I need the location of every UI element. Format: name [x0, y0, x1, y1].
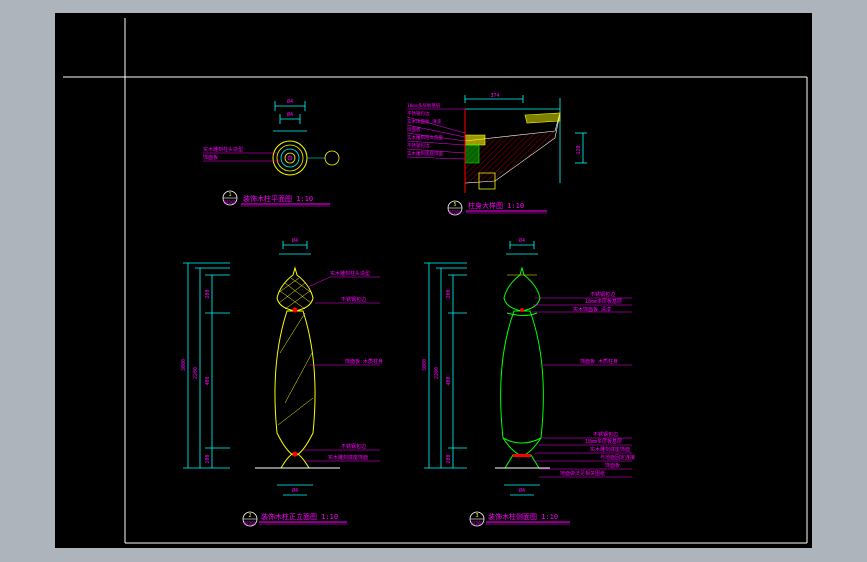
side-label-6: 实木雕刻底座饰面 [590, 446, 630, 453]
cad-drawing: Ø4 Ø4 实木雕刻柱头造型 饰面板 1 DF201 装饰木柱平面图 1:10 [63, 18, 808, 544]
side-elevation: Ø4 3000 200 2200 400 200 [422, 237, 635, 527]
front-dim-h4: 200 [205, 454, 211, 463]
side-dim-total: 3000 [422, 359, 428, 371]
side-label-7: 与地面固定连接 [600, 454, 635, 461]
front-label-body: 饰面板 木质柱身 [345, 358, 383, 365]
front-label-top: 实木雕刻柱头造型 [330, 270, 370, 277]
side-dim-h3: 400 [446, 376, 452, 385]
side-label-4: 不锈钢包边 [593, 431, 618, 438]
front-label-trim: 不锈钢包边 [341, 296, 366, 303]
front-dim-bottom: Ø4 [292, 487, 298, 494]
front-elevation: Ø4 3000 200 2200 400 200 [181, 237, 383, 527]
front-dim-h1: 200 [205, 289, 211, 298]
detail-label-7: 实木雕刻底座饰面 [407, 150, 443, 157]
front-view-number: 2 [248, 513, 251, 519]
detail-label-1: 18mm多层板基层 [407, 102, 441, 109]
detail-label-5: 实木雕刻柱头造型 [407, 134, 443, 141]
side-label-3: 实木饰面板 清漆 [573, 306, 611, 313]
side-view-title: 装饰木柱侧面图 1:10 [488, 512, 558, 521]
front-dim-total: 3000 [181, 359, 187, 371]
side-dim-h2: 2200 [434, 367, 440, 379]
plan-view-sheet: DF201 [224, 200, 237, 205]
detail-label-2: 不锈钢包边 [407, 110, 430, 117]
side-label-5: 18mm多层板基层 [585, 438, 622, 445]
detail-view-sheet: DF201 [449, 210, 462, 215]
cad-viewport[interactable]: Ø4 Ø4 实木雕刻柱头造型 饰面板 1 DF201 装饰木柱平面图 1:10 [55, 13, 812, 548]
detail-dim-width: 374 [490, 93, 499, 99]
plan-label-veneer: 饰面板 [203, 154, 218, 161]
front-view-title: 装饰木柱正立面图 1:10 [261, 512, 338, 521]
front-label-base: 实木雕刻底座饰面 [328, 454, 368, 461]
detail-view-title: 柱身大样图 1:10 [468, 201, 524, 210]
front-dim-h3: 400 [205, 376, 211, 385]
detail-view-number: 5 [453, 202, 456, 208]
side-view-sheet: DF201 [471, 521, 484, 526]
side-label-body: 饰面板 木质柱身 [580, 358, 618, 365]
front-view-sheet: DF201 [244, 521, 257, 526]
front-dim-h2: 2200 [193, 367, 199, 379]
plan-view: Ø4 Ø4 实木雕刻柱头造型 饰面板 1 DF201 装饰木柱平面图 1:10 [203, 98, 340, 207]
side-view-number: 3 [475, 513, 478, 519]
plan-label-top: 实木雕刻柱头造型 [203, 146, 243, 153]
detail-dim-height: 120 [576, 145, 582, 154]
side-label-1: 不锈钢包边 [590, 291, 615, 298]
side-dim-h4: 200 [446, 454, 452, 463]
front-dim-top: Ø4 [292, 237, 298, 244]
detail-view: 374 120 18mm多层板基层 不锈钢包边 实木饰面板 清漆 饰面板 实木雕… [406, 93, 587, 216]
side-label-2: 18mm多层板基层 [585, 298, 622, 305]
plan-dim-top: Ø4 [287, 98, 293, 105]
plan-view-number: 1 [228, 192, 231, 198]
detail-label-6: 不锈钢包边 [407, 142, 430, 149]
side-dim-bottom: Ø4 [519, 487, 525, 494]
plan-dim-mid: Ø4 [287, 111, 293, 118]
sheet-frame [63, 18, 808, 544]
side-label-8: 饰面板 [605, 462, 620, 469]
detail-label-3: 实木饰面板 清漆 [407, 118, 442, 125]
detail-label-4: 饰面板 [407, 126, 421, 133]
plan-view-title: 装饰木柱平面图 1:10 [243, 194, 313, 203]
side-dim-top: Ø4 [519, 237, 525, 244]
side-label-floor: 地面做法见相关图纸 [560, 470, 605, 477]
side-dim-h1: 200 [446, 289, 452, 298]
front-label-basetrim: 不锈钢包边 [341, 443, 366, 450]
